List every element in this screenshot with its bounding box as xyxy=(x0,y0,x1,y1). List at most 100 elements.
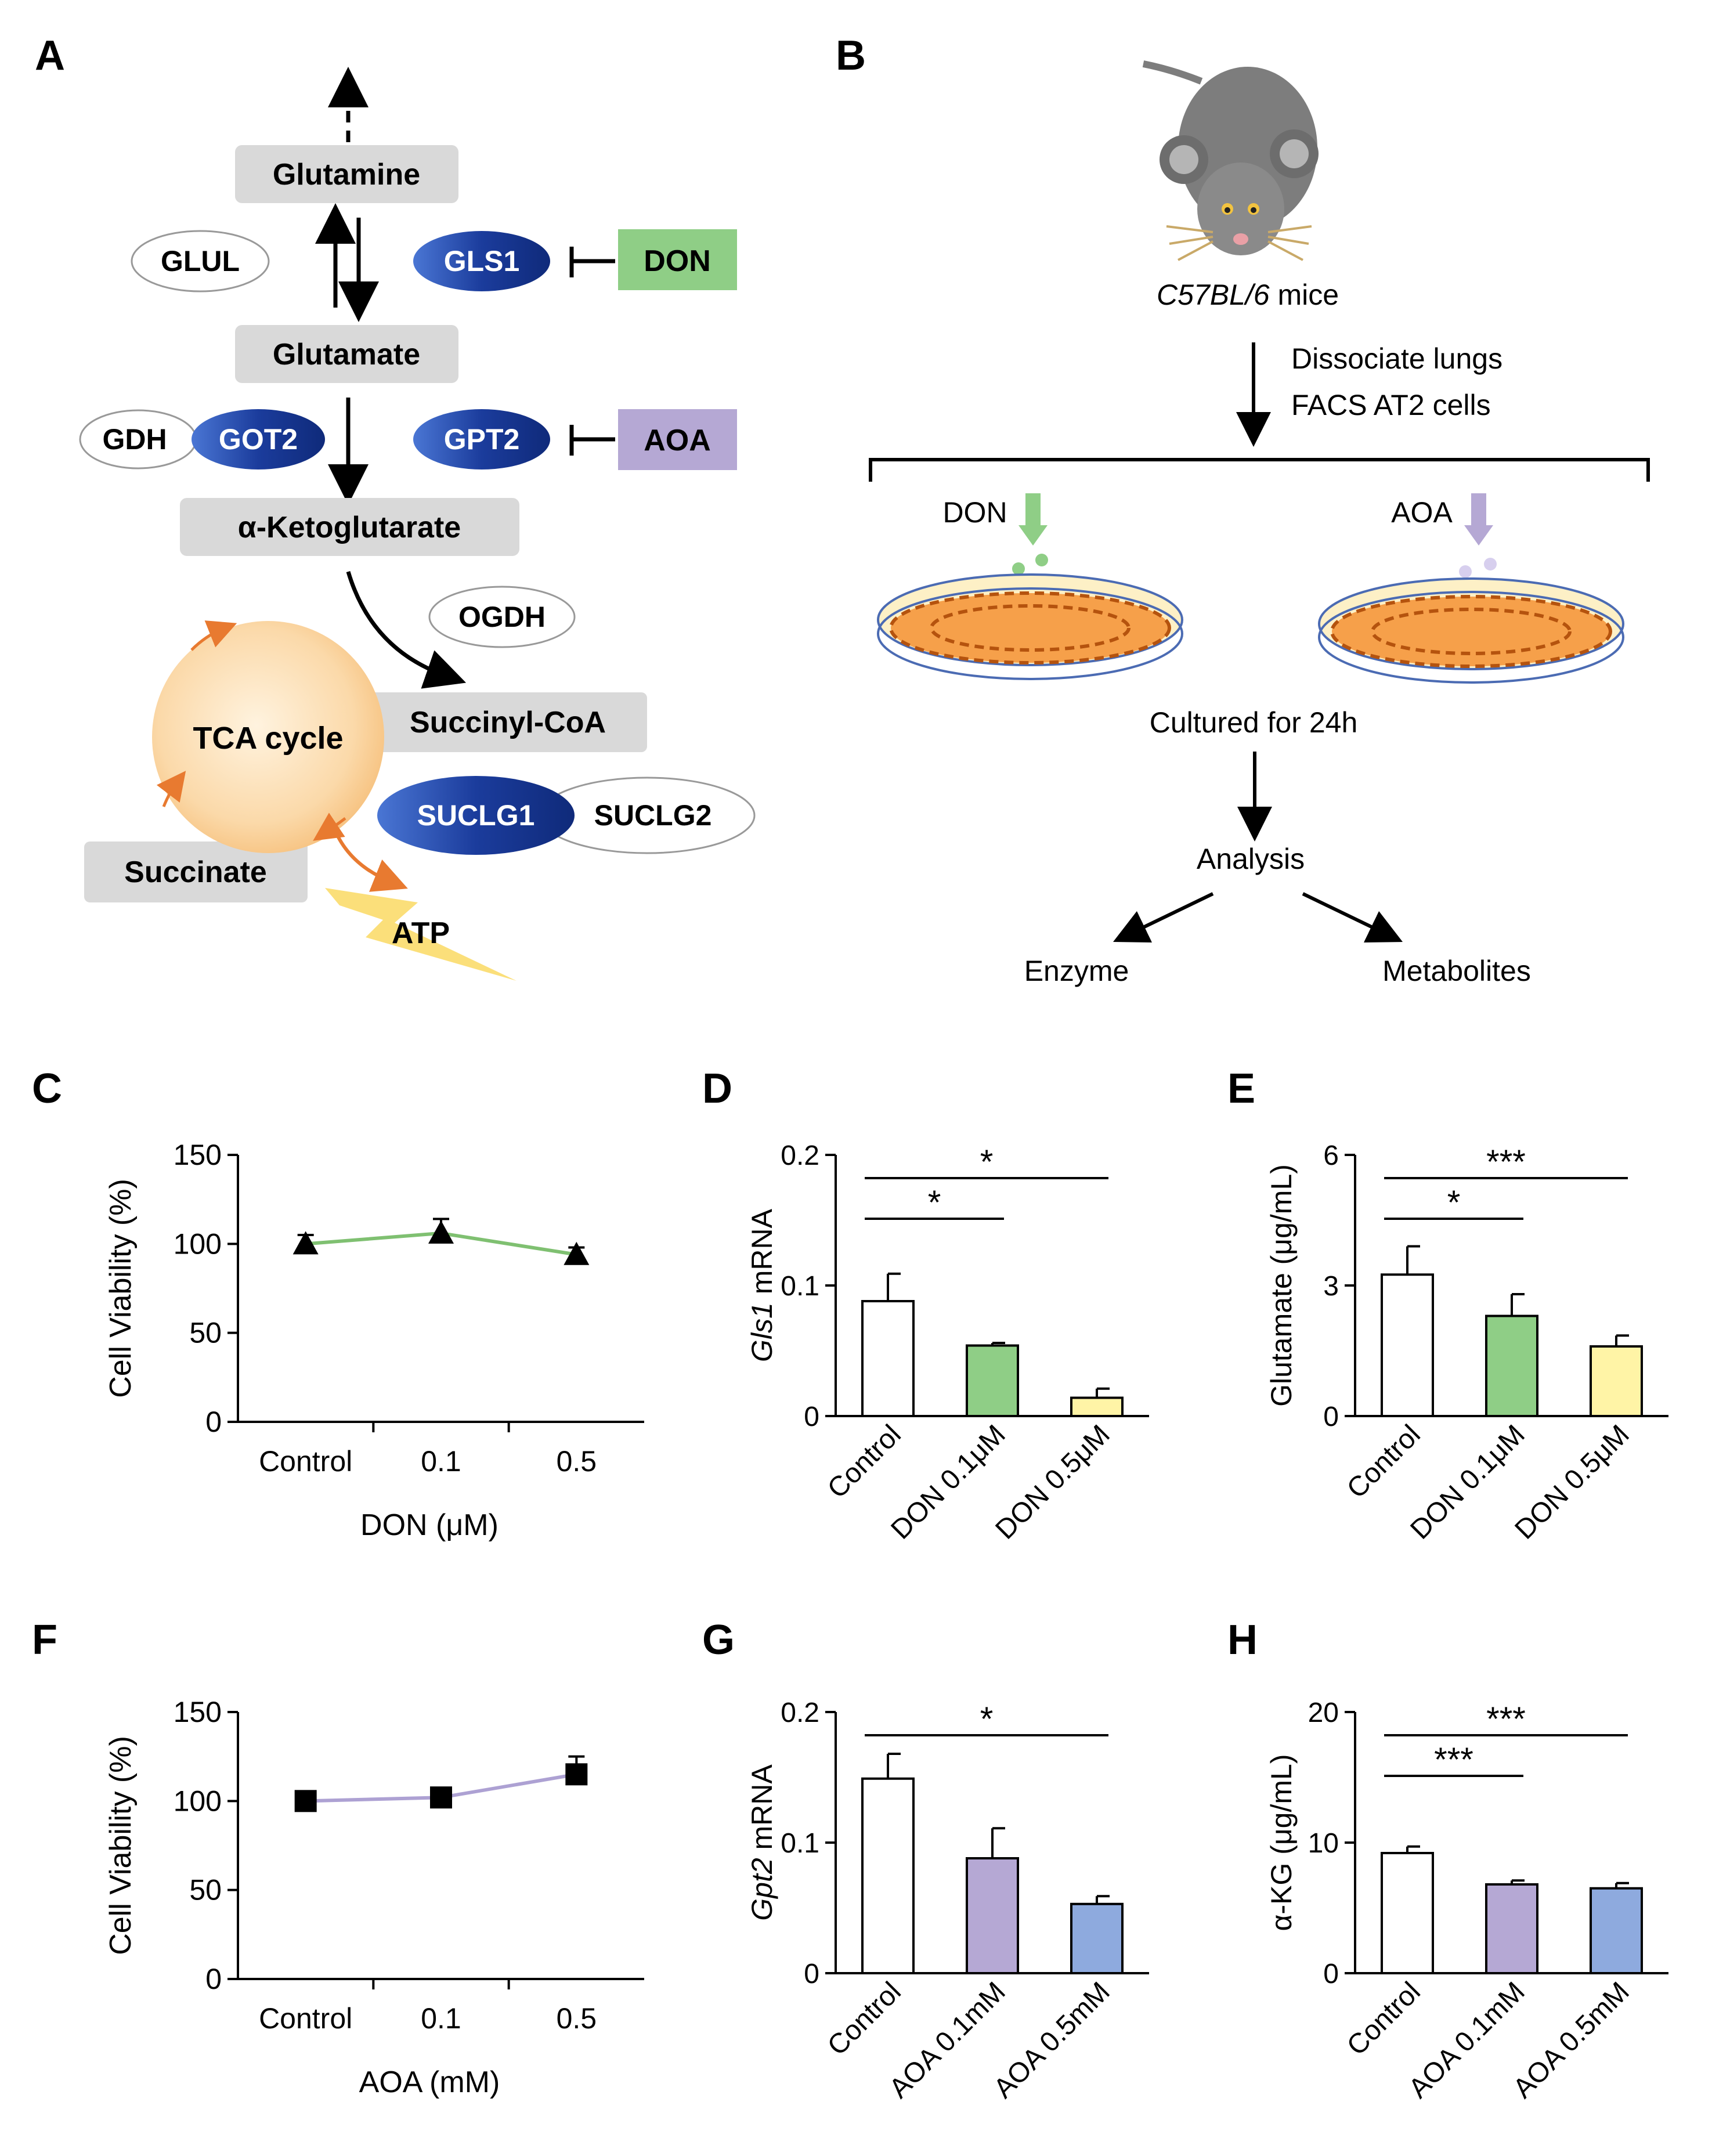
arrow-to-metabolites xyxy=(1302,892,1403,942)
x-tick-label: DON 0.5μM xyxy=(989,1419,1115,1545)
tca-circle xyxy=(152,621,384,853)
data-point xyxy=(428,1220,454,1244)
gpt2-label: GPT2 xyxy=(444,423,520,456)
don-label: DON xyxy=(644,244,711,278)
panel-letter-c: C xyxy=(32,1066,62,1112)
ogdh-label: OGDH xyxy=(458,601,546,633)
panel-letter-d: D xyxy=(702,1066,732,1112)
y-tick-label: 0 xyxy=(205,1406,222,1438)
bar xyxy=(1485,1883,1538,1974)
mice-label: C57BL/6 mice xyxy=(1157,279,1339,311)
x-axis-label: DON (μM) xyxy=(360,1508,499,1542)
don-dish-icon xyxy=(877,573,1183,680)
y-tick-label: 0 xyxy=(1323,1959,1339,1989)
y-axis-label-gene: Gls1 xyxy=(746,1302,778,1362)
tca-arrow-3 xyxy=(313,812,346,841)
y-axis-label: Gls1 mRNA xyxy=(746,1208,778,1362)
x-axis-label: AOA (mM) xyxy=(359,2065,500,2099)
y-tick-label: 0.2 xyxy=(781,1698,819,1728)
metabolites-label: Metabolites xyxy=(1382,955,1531,987)
bar xyxy=(1070,1902,1124,1974)
succinyl-coa-label: Succinyl-CoA xyxy=(410,706,606,739)
data-point xyxy=(564,1241,590,1265)
y-tick-label: 50 xyxy=(189,1317,222,1349)
pathway-diagram: Glutamine GLUL GLS1 DON Glutamate GDH GO… xyxy=(79,67,756,981)
significance-marker: * xyxy=(980,1700,994,1738)
bar xyxy=(966,1344,1019,1417)
culture-label: Cultured for 24h xyxy=(1150,706,1358,739)
gpt2-ellipse xyxy=(413,409,550,470)
panel-letter-f: F xyxy=(32,1617,57,1663)
aoa-drop-arrow-head xyxy=(1464,525,1493,546)
succinate-box xyxy=(84,842,308,902)
bar xyxy=(1485,1314,1538,1417)
y-axis-label-unit: mRNA xyxy=(746,1208,778,1302)
analysis-label: Analysis xyxy=(1197,843,1305,875)
y-axis-label: Glutamate (μg/mL) xyxy=(1265,1164,1298,1407)
x-tick-label: 0.1 xyxy=(421,1445,461,1478)
glutamate-label: Glutamate xyxy=(273,338,420,371)
data-point xyxy=(430,1786,452,1809)
don-drop-arrow-head xyxy=(1018,525,1048,546)
enzyme-label: Enzyme xyxy=(1024,955,1129,987)
y-tick-label: 0.2 xyxy=(781,1140,819,1171)
gls1-label: GLS1 xyxy=(444,245,520,277)
bar xyxy=(966,1857,1019,1974)
aoa-label: AOA xyxy=(644,424,711,457)
akg-box xyxy=(180,498,519,556)
mice-strain: C57BL/6 xyxy=(1157,279,1270,311)
x-tick-label: Control xyxy=(822,1976,907,2061)
x-tick-label: Control xyxy=(259,1445,352,1478)
significance-marker: * xyxy=(980,1143,994,1181)
y-tick-label: 6 xyxy=(1323,1140,1339,1171)
don-box xyxy=(618,229,737,290)
panel-letter-e: E xyxy=(1227,1066,1256,1112)
significance-marker: * xyxy=(928,1184,941,1222)
x-tick-label: 0.5 xyxy=(557,2002,597,2035)
suclg1-ellipse xyxy=(377,776,575,855)
x-tick-label: Control xyxy=(1341,1976,1426,2061)
bar xyxy=(861,1777,915,1974)
glutamine-label: Glutamine xyxy=(273,158,420,192)
bar xyxy=(1070,1396,1124,1417)
tca-arrow-1 xyxy=(190,620,237,651)
significance-marker: *** xyxy=(1486,1700,1526,1738)
succinyl-coa-box xyxy=(342,692,647,752)
panel-letter-b: B xyxy=(836,32,866,79)
got2-ellipse xyxy=(192,409,325,470)
bar xyxy=(861,1300,915,1417)
y-tick-label: 3 xyxy=(1323,1271,1339,1302)
panel-letter-h: H xyxy=(1227,1617,1258,1663)
bar xyxy=(1590,1345,1643,1417)
y-tick-label: 150 xyxy=(174,1139,222,1171)
y-tick-label: 0 xyxy=(804,1959,819,1989)
tca-arrow-2 xyxy=(156,771,186,807)
arrow-to-enzyme xyxy=(1113,892,1214,942)
y-tick-label: 50 xyxy=(189,1874,222,1906)
step2-label: FACS AT2 cells xyxy=(1291,389,1491,421)
bar xyxy=(1381,1273,1434,1417)
got2-label: GOT2 xyxy=(219,423,298,456)
x-tick-label: 0.1 xyxy=(421,2002,461,2035)
succinate-label: Succinate xyxy=(124,855,267,889)
ogdh-ellipse xyxy=(428,586,576,648)
significance-marker: *** xyxy=(1486,1143,1526,1181)
y-tick-label: 0 xyxy=(1323,1402,1339,1432)
glul-label: GLUL xyxy=(161,245,240,277)
y-tick-label: 0.1 xyxy=(781,1828,819,1859)
y-axis-label: Cell Viability (%) xyxy=(104,1179,138,1398)
step1-label: Dissociate lungs xyxy=(1291,342,1502,375)
x-tick-label: Control xyxy=(1341,1419,1426,1504)
atp-bolt-icon xyxy=(325,888,517,981)
akg-label: α-Ketoglutarate xyxy=(238,511,461,544)
y-tick-label: 100 xyxy=(174,1785,222,1817)
y-axis-label: Cell Viability (%) xyxy=(104,1736,138,1955)
y-tick-label: 10 xyxy=(1308,1828,1339,1859)
significance-marker: * xyxy=(1447,1184,1461,1222)
